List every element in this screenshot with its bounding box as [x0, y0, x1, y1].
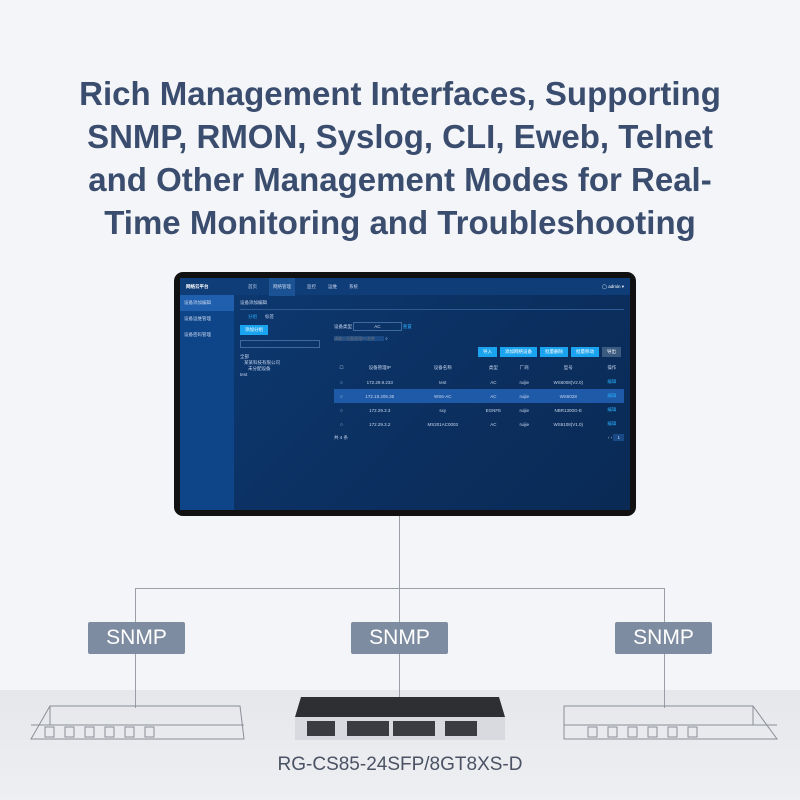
sidebar: 设备添加编辑 设备运维管理 设备密码管理	[180, 295, 234, 510]
pagination[interactable]: ‹ › 1	[608, 434, 624, 441]
headline-line: and Other Management Modes for Real-	[88, 161, 712, 198]
add-group-button[interactable]: 添加分组	[240, 325, 268, 335]
cell: AC	[490, 379, 497, 385]
cell: AC	[490, 393, 497, 399]
tree-item[interactable]: test	[240, 372, 248, 377]
column-header: 类型	[488, 365, 498, 370]
group-select[interactable]	[240, 340, 320, 348]
tree-item[interactable]: 未分配设备	[248, 366, 271, 371]
cell: ruijie	[519, 407, 529, 413]
monitor: 网络云平台 首页 网络管理 监控 运维 系统 ◯ admin ▾ 设备添加编辑 …	[174, 272, 636, 516]
cell: 172.29.3.3	[369, 407, 391, 413]
edit-link[interactable]: 编辑	[607, 421, 617, 426]
import-button[interactable]: 导入	[478, 347, 497, 357]
user-menu[interactable]: ◯ admin ▾	[601, 283, 624, 289]
cell: WS6-AC	[433, 393, 452, 399]
type-filter[interactable]: AC	[353, 322, 402, 331]
headline-line: SNMP, RMON, Syslog, CLI, Eweb, Telnet	[87, 118, 713, 155]
snmp-label: SNMP	[351, 622, 448, 654]
column-header: 设备名称	[433, 365, 452, 370]
cell: sxy	[439, 407, 447, 413]
cell: MS201AC0003	[427, 421, 458, 427]
model-caption: RG-CS85-24SFP/8GT8XS-D	[277, 754, 523, 775]
cell: NBR1300G-E	[554, 407, 583, 413]
page-title: 设备添加编辑	[240, 300, 624, 310]
search-icon[interactable]: ⌕	[385, 336, 388, 341]
edit-link[interactable]: 编辑	[607, 393, 617, 398]
batch-delete-button[interactable]: 批量删除	[540, 347, 568, 357]
cell: 172.29.3.2	[369, 421, 391, 427]
cell: test	[439, 379, 447, 385]
connector-line	[135, 588, 664, 589]
table-row[interactable]: ○ 172.29.3.2 MS201AC0003 AC ruijie WS6108(V1.…	[334, 417, 624, 431]
nav-network[interactable]: 网络管理	[269, 278, 295, 296]
column-header: 型号	[563, 365, 573, 370]
headline-line: Rich Management Interfaces, Supporting	[79, 75, 721, 112]
table-row[interactable]: ○ 172.29.9.233 test AC ruijie WS6008(V2.0) 编辑	[334, 375, 624, 389]
device-outline-right	[563, 705, 778, 740]
cell: WS6008(V2.0)	[553, 379, 584, 385]
nav-monitor[interactable]: 监控	[307, 283, 316, 289]
column-header: 厂商	[519, 365, 529, 370]
cell: ruijie	[519, 393, 529, 399]
tab-tag[interactable]: 标签	[265, 314, 274, 319]
tab-group[interactable]: 分组	[248, 314, 257, 319]
headline: Rich Management Interfaces, Supporting S…	[0, 72, 800, 244]
add-device-button[interactable]: 添加网络设备	[500, 347, 537, 357]
sidebar-item[interactable]: 设备密码管理	[184, 332, 211, 337]
cell: ruijie	[519, 421, 529, 427]
column-header: 设备管理IP	[368, 365, 391, 370]
total-count: 共 4 条	[334, 435, 349, 440]
connector-line	[399, 516, 400, 698]
column-header: 操作	[607, 365, 617, 370]
sidebar-item[interactable]: 设备添加编辑	[180, 295, 234, 311]
top-nav: 网络云平台 首页 网络管理 监控 运维 系统 ◯ admin ▾	[180, 278, 630, 296]
tree-item[interactable]: 某某科技有限公司	[244, 360, 280, 365]
cell: EGNFE	[485, 407, 502, 413]
row-checkbox[interactable]: ○	[340, 407, 343, 413]
page-number[interactable]: 1	[613, 434, 624, 441]
username: admin	[608, 283, 621, 289]
nav-ops[interactable]: 运维	[328, 283, 337, 289]
headline-line: Time Monitoring and Troubleshooting	[104, 204, 696, 241]
reset-link[interactable]: 重置	[402, 324, 412, 329]
search-input[interactable]	[334, 336, 384, 341]
sidebar-item[interactable]: 设备运维管理	[184, 316, 211, 321]
batch-move-button[interactable]: 批量移动	[571, 347, 599, 357]
nav-system[interactable]: 系统	[349, 283, 358, 289]
snmp-label: SNMP	[88, 622, 185, 654]
device-outline-left	[30, 705, 245, 740]
cell: 172.18.205.35	[365, 393, 395, 399]
cell: AC	[490, 421, 497, 427]
switch-device	[295, 697, 505, 740]
edit-link[interactable]: 编辑	[607, 407, 617, 412]
cell: 172.29.9.233	[366, 379, 393, 385]
row-checkbox[interactable]: ○	[340, 421, 343, 427]
row-checkbox[interactable]: ○	[340, 393, 343, 399]
cell: WS6028	[559, 393, 577, 399]
table-row[interactable]: ○ 172.29.3.3 sxy EGNFE ruijie NBR1300G-E 编辑	[334, 403, 624, 417]
table-row[interactable]: ○ 172.18.205.35 WS6-AC AC ruijie WS6028 编辑	[334, 389, 624, 403]
filter-label: 设备类型	[334, 324, 352, 329]
snmp-label: SNMP	[615, 622, 712, 654]
management-screen: 网络云平台 首页 网络管理 监控 运维 系统 ◯ admin ▾ 设备添加编辑 …	[180, 278, 630, 510]
nav-home[interactable]: 首页	[248, 283, 257, 289]
export-button[interactable]: 导出	[602, 347, 621, 357]
main-panel: 设备添加编辑 分组标签 添加分组 全部 某某科技有限公司 未分配设备 test …	[240, 300, 624, 506]
cell: WS6108(V1.0)	[553, 421, 584, 427]
tree-item[interactable]: 全部	[240, 354, 249, 359]
cell: ruijie	[519, 379, 529, 385]
edit-link[interactable]: 编辑	[607, 379, 617, 384]
app-logo: 网络云平台	[186, 283, 209, 289]
row-checkbox[interactable]: ○	[340, 379, 343, 385]
